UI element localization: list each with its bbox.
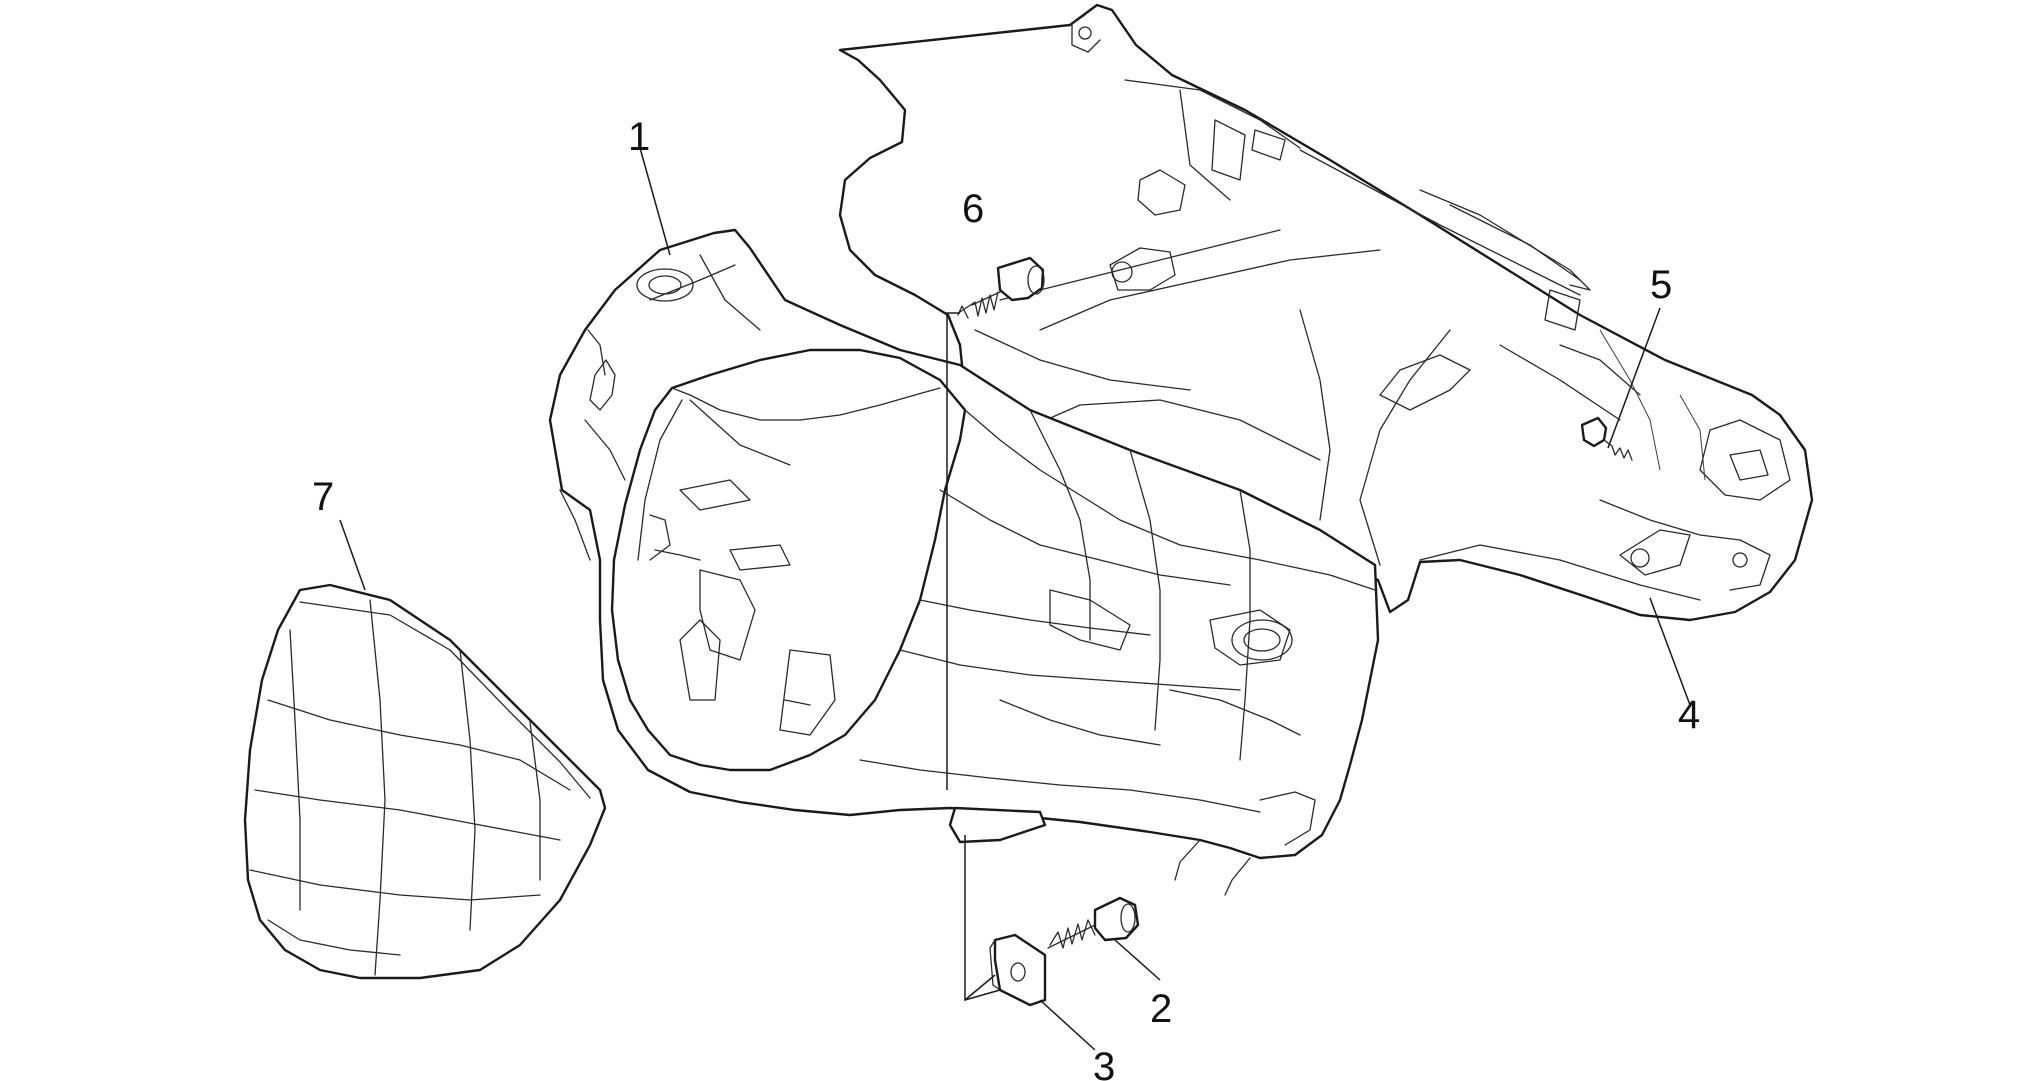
callout-1: 1 bbox=[628, 115, 650, 159]
part-6-screw bbox=[957, 256, 1045, 319]
callout-6: 6 bbox=[962, 187, 984, 231]
callout-labels: 1 2 3 4 5 6 7 bbox=[312, 115, 1700, 1081]
part-2-screw bbox=[1047, 896, 1140, 949]
part-3-clip bbox=[989, 933, 1047, 1007]
callout-4: 4 bbox=[1678, 693, 1700, 737]
part-1-front-handlebar-cover bbox=[548, 228, 1380, 896]
callout-2: 2 bbox=[1150, 987, 1172, 1031]
callout-3: 3 bbox=[1093, 1045, 1115, 1081]
callout-7: 7 bbox=[312, 475, 334, 519]
part-7-headlight-cover bbox=[243, 583, 607, 980]
part-5-screw bbox=[1580, 416, 1633, 461]
callout-5: 5 bbox=[1650, 263, 1672, 307]
leader-lines bbox=[339, 147, 1691, 1051]
